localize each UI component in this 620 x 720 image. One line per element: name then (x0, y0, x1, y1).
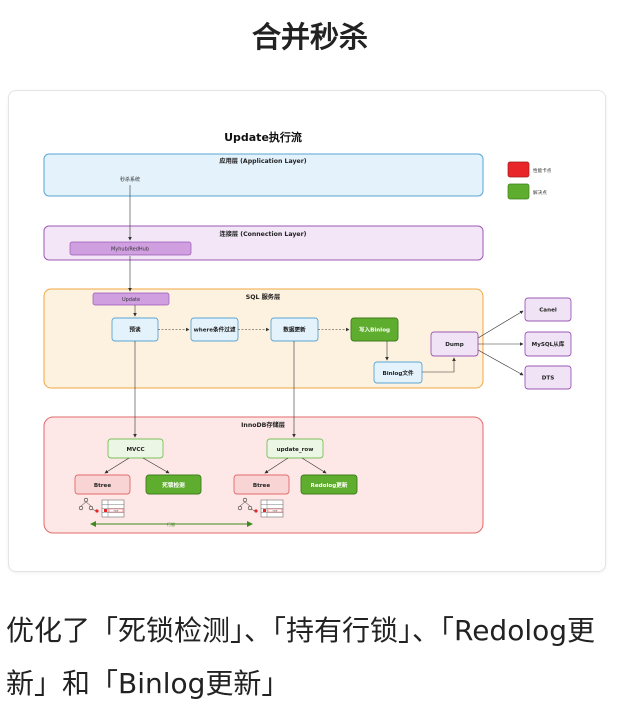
dump-label: Dump (445, 342, 463, 348)
row-lock-label: 行锁 (167, 521, 175, 527)
btree-left-icon (78, 497, 99, 513)
binlog-file-label: Binlog文件 (382, 369, 414, 377)
btree-left-node (74, 474, 131, 495)
application-layer-label: 应用层 (Application Layer) (219, 157, 306, 165)
target-dts-label: DTS (542, 376, 555, 382)
sql-node-write-binlog (350, 317, 399, 342)
diagram-card: Update执行流 性能卡点 解决点 应用层 (Application Laye… (8, 90, 606, 572)
btree-right-node (233, 474, 290, 495)
mini-table-right-label: row (273, 510, 279, 513)
mini-table-left: row (101, 499, 125, 518)
sql-layer (43, 288, 484, 389)
btree-left-label: Btree (94, 483, 111, 489)
target-mysql-slave-label: MySQL从库 (532, 340, 565, 348)
caption-text: 优化了「死锁检测」、「持有行锁」、「Redolog更新」和「Binlog更新」 (6, 614, 596, 700)
legend-swatch-solution (507, 183, 530, 200)
page-title: 合并秒杀 (251, 20, 368, 54)
target-canel-label: Canel (539, 308, 557, 314)
myhub-label: Myhub/RedHub (111, 247, 149, 253)
target-dts (524, 365, 572, 390)
sql-node-preread-label: 预读 (129, 326, 141, 334)
update-tag-label: Update (122, 297, 140, 303)
mini-table-left-label: row (114, 510, 120, 513)
flow-connectors (104, 185, 524, 474)
mini-table-right: row (260, 499, 284, 518)
sql-node-write-binlog-label: 写入Binlog (359, 326, 390, 334)
legend-label-bottleneck: 性能卡点 (533, 167, 552, 174)
target-mysql-slave (524, 331, 572, 357)
deadlock-node (145, 474, 202, 495)
btree-right-label: Btree (253, 483, 270, 489)
sql-layer-label: SQL 服务层 (246, 293, 280, 301)
seckill-system-label: 秒杀系统 (120, 176, 140, 183)
update-flow-diagram: Update执行流 性能卡点 解决点 应用层 (Application Laye… (43, 130, 572, 534)
binlog-file-node (373, 361, 423, 384)
myhub-node (69, 241, 192, 256)
legend-swatch-bottleneck (507, 161, 530, 178)
redolog-label: Redolog更新 (311, 481, 348, 489)
innodb-layer-label: InnoDB存储层 (241, 421, 285, 429)
update-row-label: update_row (277, 447, 314, 453)
diagram-title: Update执行流 (224, 130, 302, 144)
deadlock-label: 死锁检测 (161, 481, 185, 489)
target-canel (524, 297, 572, 322)
connection-layer-label: 连接层 (Connection Layer) (220, 230, 307, 238)
mvcc-label: MVCC (126, 447, 144, 453)
btree-right-icon (237, 497, 258, 513)
redolog-node (300, 474, 358, 495)
mvcc-node (107, 438, 164, 459)
update-row-node (266, 438, 324, 459)
sql-node-update-label: 数据更新 (283, 326, 306, 334)
legend-label-solution: 解决点 (533, 189, 547, 196)
application-layer (43, 153, 484, 197)
update-tag (92, 292, 170, 306)
sql-node-where-label: where条件过滤 (194, 326, 236, 334)
